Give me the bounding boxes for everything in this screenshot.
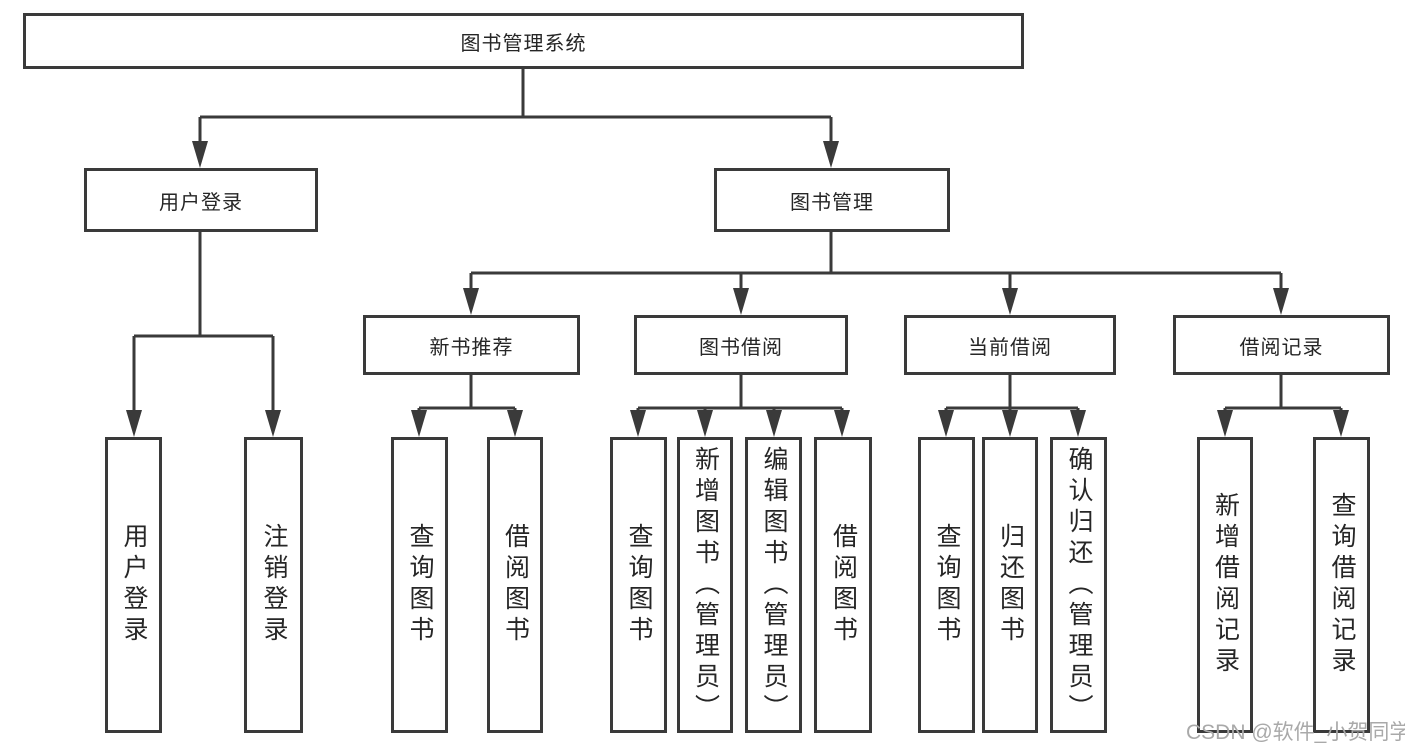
arrow-down-icon [823, 141, 839, 168]
arrow-down-icon [766, 410, 782, 437]
connector-book-mgmt-to-level3 [469, 232, 1283, 292]
csdn-watermark: CSDN @软件_小贺同学 [1186, 721, 1405, 744]
arrow-down-icon [1002, 288, 1018, 315]
node-borrow-record-label: 借阅记录 [1239, 336, 1324, 359]
leaf-borrow-book: 借阅图书 [814, 437, 872, 733]
arrow-down-icon [192, 141, 208, 168]
node-new-book-rec-label: 新书推荐 [429, 336, 514, 359]
arrow-down-icon [265, 410, 281, 437]
node-current-borrow: 当前借阅 [904, 315, 1116, 375]
node-borrow-record: 借阅记录 [1173, 315, 1390, 375]
leaf-query-books-borrow: 查询图书 [610, 437, 667, 733]
leaf-label: 用户登录 [120, 523, 148, 647]
node-root-label: 图书管理系统 [460, 32, 587, 55]
connector-current-borrow-to-leaves [944, 375, 1080, 414]
connector-new-book-rec-to-leaves [417, 375, 517, 414]
leaf-borrow-books-rec: 借阅图书 [487, 437, 543, 733]
leaf-label: 借阅图书 [829, 523, 858, 647]
arrow-down-icon [411, 410, 427, 437]
arrow-down-icon [1070, 410, 1086, 437]
node-user-login-label: 用户登录 [159, 191, 243, 214]
connector-book-borrow-to-leaves [636, 375, 844, 414]
arrow-down-icon [126, 410, 142, 437]
leaf-return-book: 归还图书 [982, 437, 1038, 733]
arrow-down-icon [834, 410, 850, 437]
leaf-user-login: 用户登录 [105, 437, 162, 733]
connector-root-to-level2 [198, 68, 833, 145]
arrow-down-icon [1273, 288, 1289, 315]
leaf-query-borrow-record: 查询借阅记录 [1313, 437, 1370, 733]
node-new-book-rec: 新书推荐 [363, 315, 580, 375]
leaf-label: 确认归还（管理员） [1065, 445, 1093, 725]
leaf-confirm-return-admin: 确认归还（管理员） [1050, 437, 1107, 733]
arrow-down-icon [463, 288, 479, 315]
arrow-down-icon [507, 410, 523, 437]
connector-user-login-to-leaves [132, 232, 275, 414]
arrow-down-icon [1002, 410, 1018, 437]
leaf-query-books-current: 查询图书 [918, 437, 975, 733]
leaf-label: 归还图书 [996, 523, 1025, 647]
leaf-label: 查询借阅记录 [1328, 492, 1356, 678]
node-book-mgmt-label: 图书管理 [790, 191, 874, 214]
arrow-down-icon [1217, 410, 1233, 437]
leaf-label: 注销登录 [260, 523, 288, 647]
node-book-borrow-label: 图书借阅 [699, 336, 783, 359]
arrow-down-icon [733, 288, 749, 315]
leaf-add-book-admin: 新增图书（管理员） [677, 437, 733, 733]
leaf-logout: 注销登录 [244, 437, 303, 733]
connector-borrow-record-to-leaves [1223, 375, 1343, 414]
leaf-label: 新增借阅记录 [1211, 492, 1240, 678]
leaf-label: 借阅图书 [501, 523, 530, 647]
leaf-label: 查询图书 [625, 523, 653, 647]
node-user-login: 用户登录 [84, 168, 318, 232]
leaf-label: 查询图书 [933, 523, 961, 647]
arrow-down-icon [1333, 410, 1349, 437]
leaf-query-books-rec: 查询图书 [391, 437, 448, 733]
arrow-down-icon [938, 410, 954, 437]
node-current-borrow-label: 当前借阅 [968, 336, 1052, 359]
node-root: 图书管理系统 [23, 13, 1024, 69]
leaf-label: 编辑图书（管理员） [760, 445, 788, 725]
node-book-mgmt: 图书管理 [714, 168, 950, 232]
leaf-edit-book-admin: 编辑图书（管理员） [745, 437, 802, 733]
arrow-down-icon [697, 410, 713, 437]
leaf-add-borrow-record: 新增借阅记录 [1197, 437, 1253, 733]
arrow-down-icon [630, 410, 646, 437]
leaf-label: 查询图书 [406, 523, 434, 647]
node-book-borrow: 图书借阅 [634, 315, 848, 375]
leaf-label: 新增图书（管理员） [691, 445, 720, 725]
